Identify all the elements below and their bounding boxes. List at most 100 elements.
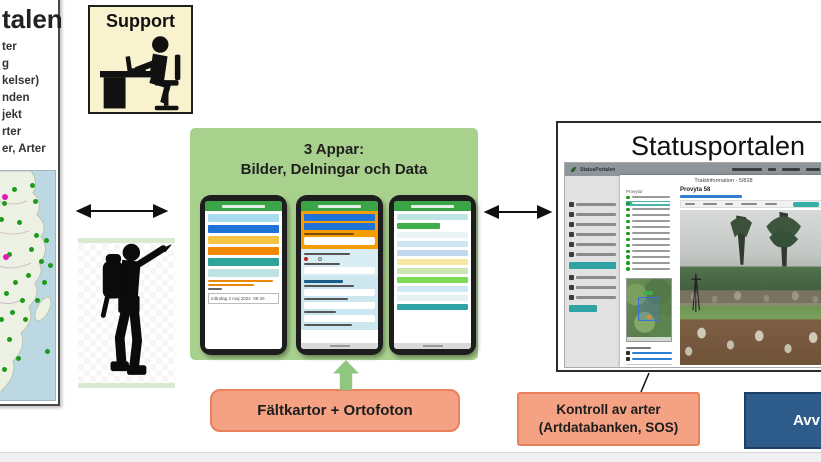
provyta-list-row [626,219,670,224]
provyta-list-row [626,267,670,272]
sidebar-section-header [569,262,616,269]
inventerare-entry [626,351,672,355]
statusportalen-title: Statusportalen [630,131,806,161]
phone2-orange-section [301,211,378,249]
faltportalen-title-fragment: talen [2,4,63,34]
portal-nav-item [806,168,820,171]
support-label: Support [106,11,175,31]
phone3-category-row [397,277,468,283]
phone3-category-row [397,250,468,256]
sidebar-menu-item [569,275,616,280]
leaf-logo-icon [570,166,577,173]
green-observation-dot [16,355,22,361]
phone1-section-bar [208,236,279,244]
phone2-app-header [301,201,378,211]
phone3-app-header [394,201,471,211]
phone-mockup-1: måndag 2 maj 2022 09:30 [200,195,287,355]
pink-observation-dot [1,194,8,201]
phone3-category-row [397,232,468,238]
faltportalen-line: g [2,58,10,70]
phone3-category-row [397,241,468,247]
green-observation-dot [12,187,18,193]
green-observation-dot [0,217,5,223]
green-observation-dot [1,201,7,207]
sidebar-menu-item [569,242,616,247]
provyta-list-row [626,200,670,206]
provyta-list-row [626,231,670,236]
portal-navbar: StatusPortalen [565,163,821,176]
faltkartor-label: Fältkartor + Ortofoton [257,402,413,419]
sidebar-menu-item [569,285,616,290]
phone2-form-section-1 [301,249,378,276]
phone3-category-row [397,214,468,220]
sidebar-menu-item [569,232,616,237]
green-observation-dot [48,263,54,269]
phone1-section-bar [208,225,279,233]
statusportal-screenshot: StatusPortalen Traktinformation - 5/828 … [564,162,821,368]
faltportalen-line: nden [2,92,30,104]
phone3-category-row [397,304,468,310]
portal-nav-item [782,168,800,171]
phone2-nav-bar [301,343,378,349]
faltportalen-line: ter [2,41,17,53]
phone3-screen [394,201,471,349]
map-landmass [0,171,52,394]
green-observation-dot [10,309,16,315]
green-observation-dot [41,279,47,285]
helpdesk-person-icon [100,36,181,111]
statusportalen-box: Statusportalen StatusPortalen Traktinfor… [556,121,821,372]
bottom-strip [0,452,821,462]
table-column-label [725,203,733,205]
kontroll-line2: (Artdatabanken, SOS) [538,420,679,435]
provyta-list-row [626,195,670,200]
provyta-list-row [626,261,670,266]
green-observation-dot [19,298,25,304]
hiker-silhouette-icon [100,243,172,375]
green-observation-dot [26,272,32,278]
kontroll-box: Kontroll av arter (Artdatabanken, SOS) [517,392,700,446]
faltportalen-line: er, Arter [2,143,46,155]
pink-observation-dot [3,254,10,261]
phone1-field-label [208,288,222,290]
portal-page-header: Traktinformation - 5/828 [694,178,753,184]
provytor-list [626,195,670,273]
green-observation-dot [3,291,9,297]
support-box: Support [88,5,193,114]
phone1-section-bar [208,247,279,255]
kontroll-line1: Kontroll av arter [556,402,661,418]
phone1-section-bar [208,258,279,266]
forest-photo [680,210,821,365]
sidebar-menu-item [569,202,616,207]
phone1-date-value: måndag 2 maj 2022 [211,296,251,301]
portal-nav-items [732,168,820,171]
phone3-category-row [397,286,468,292]
phone1-warning-text [208,280,274,282]
green-observation-dot [1,367,7,373]
inventerare-entry [626,357,672,361]
apps-box: 3 Appar: Bilder, Delningar och Data månd… [190,128,478,360]
faltportalen-line: jekt [2,109,22,121]
phone3-nav-bar [394,343,471,349]
green-observation-dot [30,182,36,188]
sidebar-login-button [569,305,598,312]
phone1-app-header [205,201,282,211]
sidebar-menu-item [569,295,616,300]
faltportalen-line: rter [2,126,22,138]
kontroll-label: Kontroll av arter (Artdatabanken, SOS) [539,401,679,436]
phone1-date-field: måndag 2 maj 2022 09:30 [208,293,279,304]
phone1-screen: måndag 2 maj 2022 09:30 [205,201,282,349]
avvikelser-label: Avv [793,412,820,429]
table-column-label [765,203,777,205]
green-observation-dot [13,279,19,285]
portal-sidebar [565,176,620,367]
provyta-list-row [626,255,670,260]
sidebar-menu-item [569,212,616,217]
phone3-category-row [397,295,468,301]
sidebar-menu-item [569,252,616,257]
phone2-form-section-2 [301,276,378,330]
green-observation-dot [32,198,38,204]
up-block-arrow [333,360,359,390]
phone3-category-row [397,259,468,265]
provyta-list-row [626,249,670,254]
